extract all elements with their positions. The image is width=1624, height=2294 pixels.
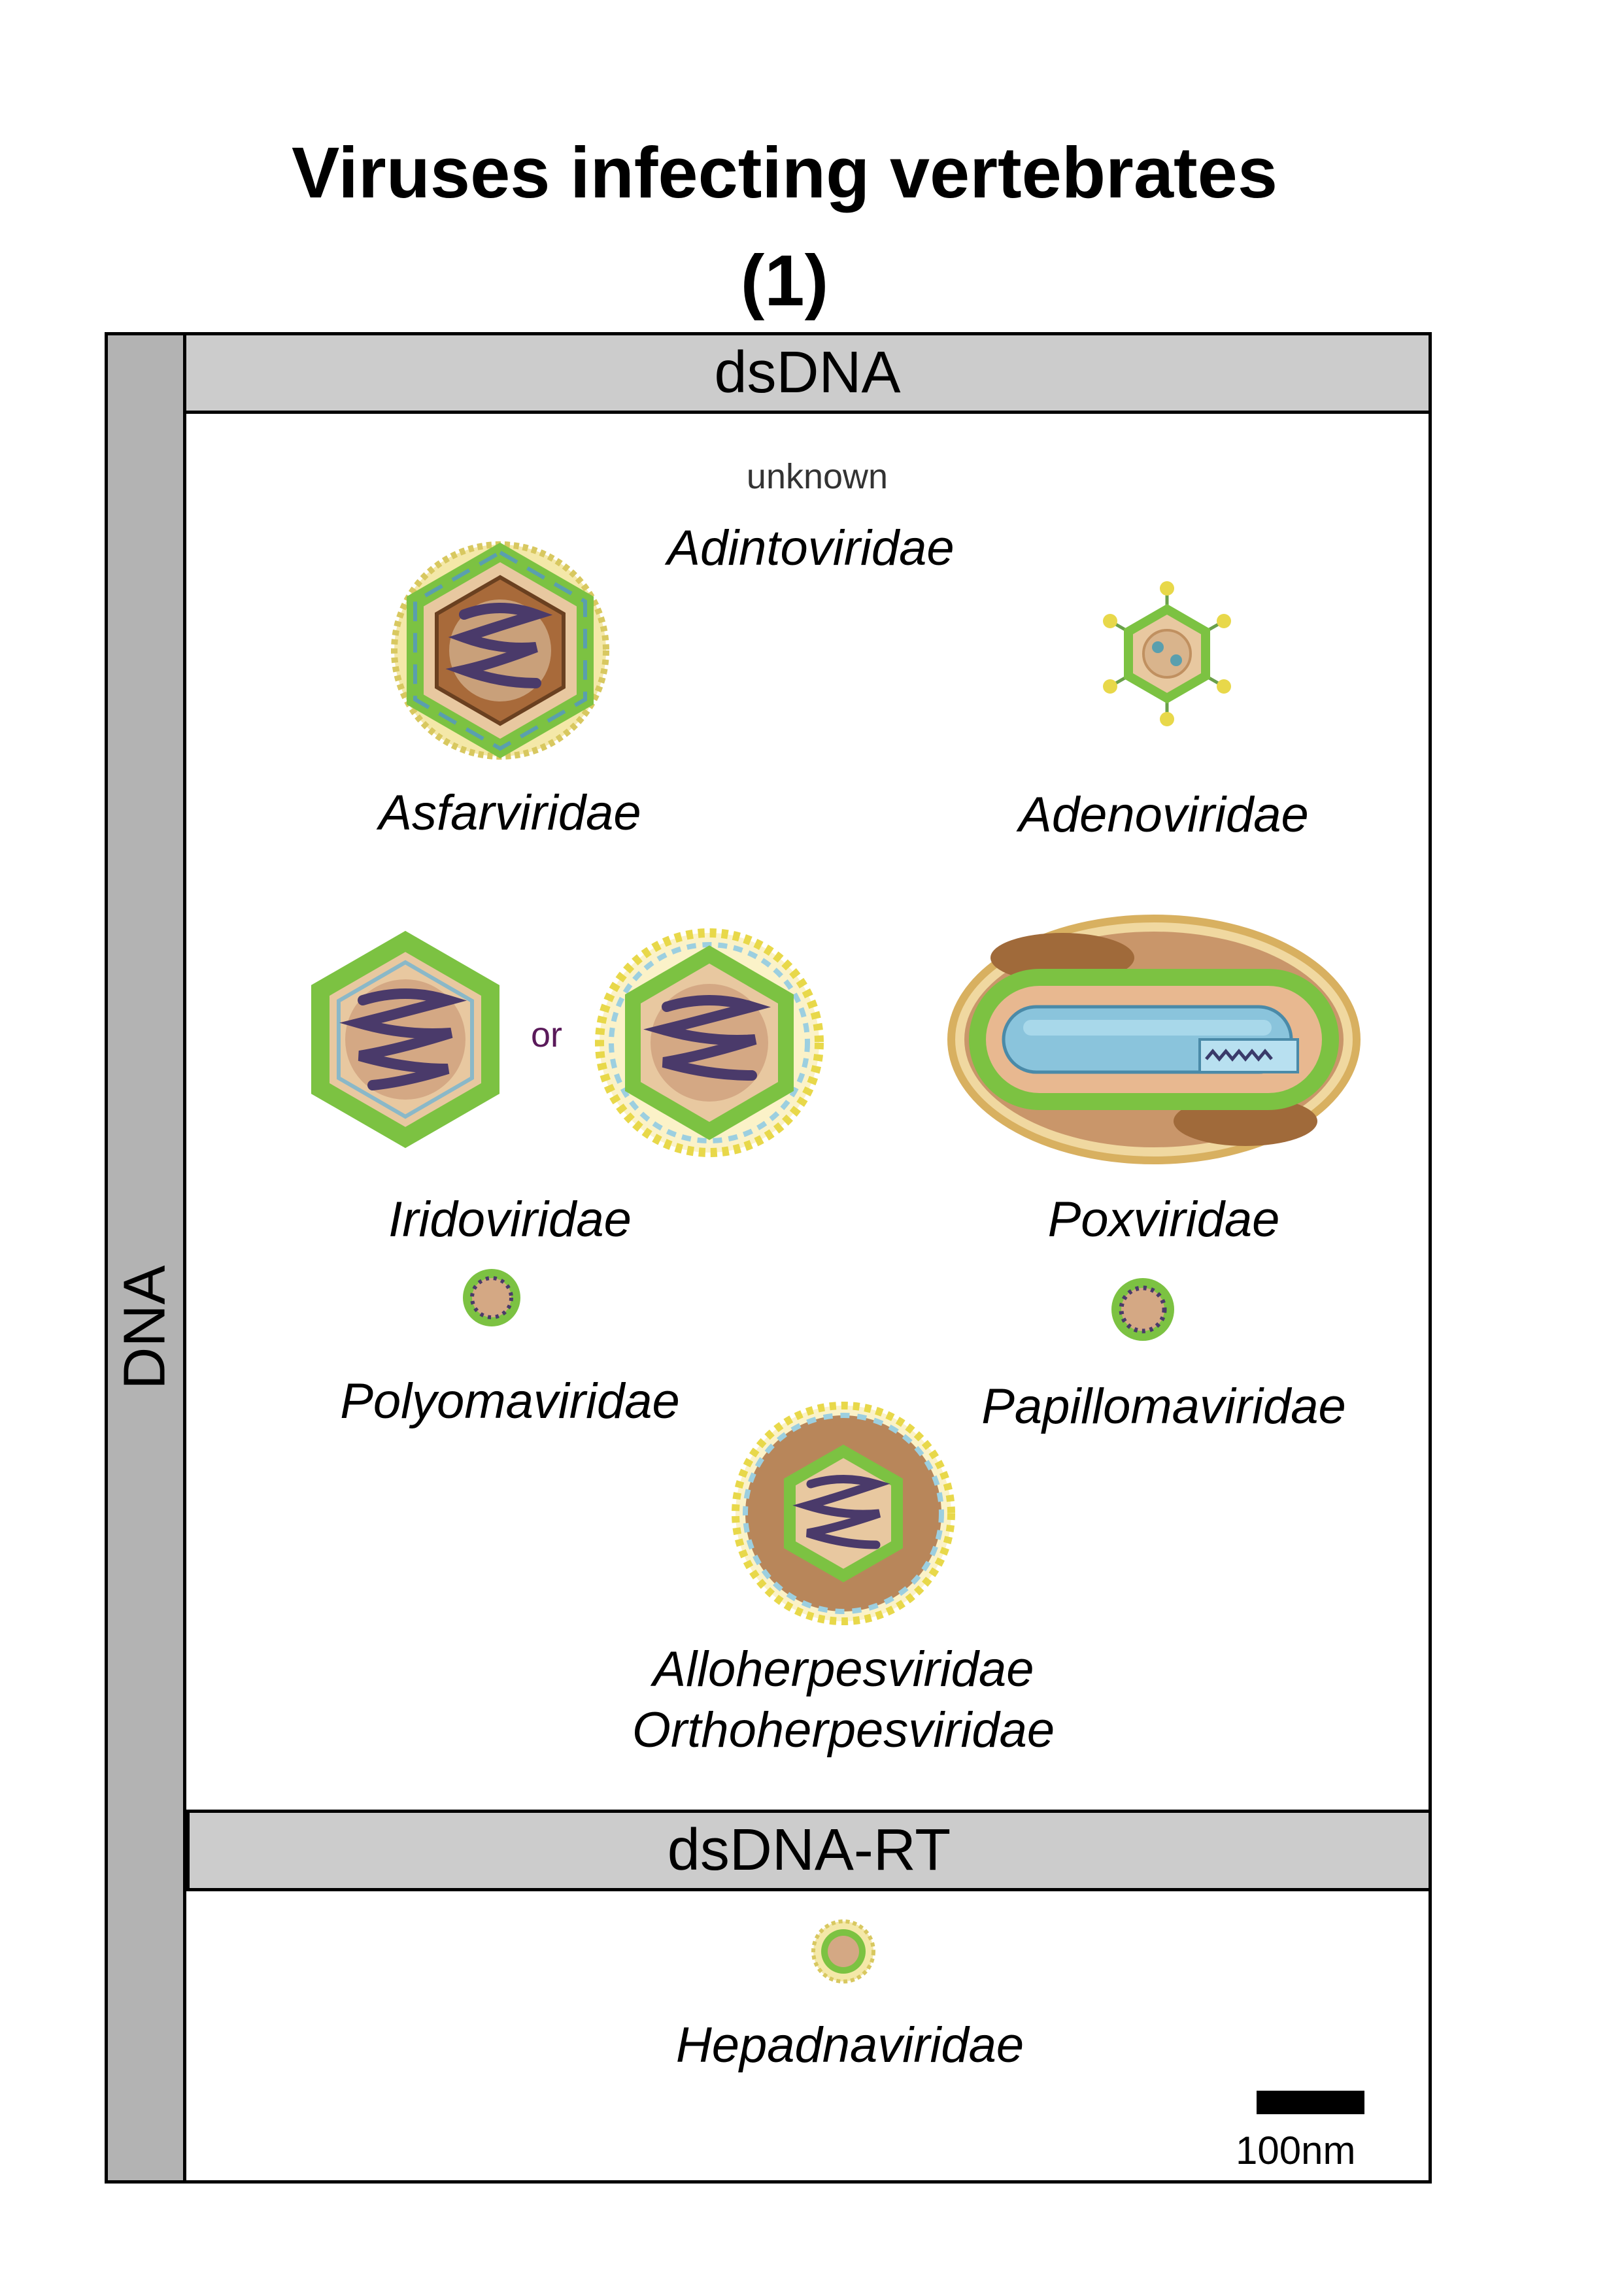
adenoviridae-icon (1103, 581, 1231, 726)
dna-side-bar (105, 332, 186, 2184)
iridoviridae-icon (311, 930, 499, 1149)
asfarviridae-label: Asfarviridae (379, 785, 641, 841)
iridoviridae-enveloped-icon (595, 928, 824, 1157)
page-subtitle: (1) (740, 241, 829, 321)
adenoviridae-label: Adenoviridae (1019, 787, 1309, 843)
page-title: Viruses infecting vertebrates (291, 133, 1278, 213)
polyomaviridae-icon (463, 1269, 520, 1326)
unknown-label: unknown (746, 457, 888, 496)
alloherpesviridae-label: Alloherpesviridae (652, 1642, 1034, 1697)
adintoviridae-label: Adintoviridae (667, 520, 955, 576)
polyomaviridae-label: Polyomaviridae (340, 1374, 680, 1429)
iridoviridae-label: Iridoviridae (388, 1192, 632, 1247)
herpesviridae-icon (732, 1402, 955, 1625)
poxviridae-icon (947, 915, 1361, 1164)
dsdna-rt-header: dsDNA-RT (186, 1810, 1432, 1891)
hepadnaviridae-label: Hepadnaviridae (675, 2017, 1024, 2073)
hepadnaviridae-icon (811, 1919, 875, 1983)
scale-label: 100nm (1236, 2129, 1356, 2172)
asfarviridae-icon (391, 541, 609, 760)
poxviridae-label: Poxviridae (1047, 1192, 1280, 1247)
dsdna-header: dsDNA (183, 332, 1432, 414)
or-label: or (531, 1015, 563, 1054)
papillomaviridae-icon (1111, 1278, 1174, 1341)
papillomaviridae-label: Papillomaviridae (981, 1379, 1346, 1434)
orthoherpesviridae-label: Orthoherpesviridae (632, 1702, 1055, 1758)
scale-bar (1257, 2091, 1364, 2114)
